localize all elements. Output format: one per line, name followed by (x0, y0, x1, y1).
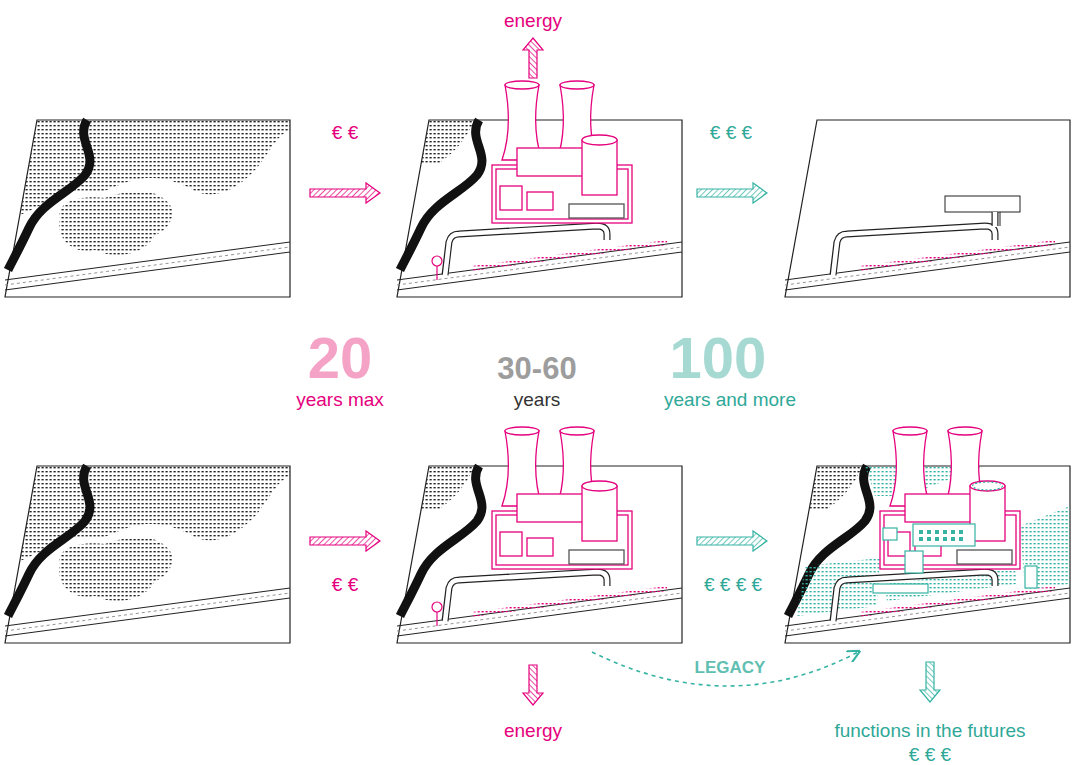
cost-label: € € (332, 123, 358, 142)
legacy-label: LEGACY (692, 658, 769, 677)
output-arrow (523, 38, 543, 78)
output-label: energy (504, 721, 562, 740)
output-arrow (523, 665, 543, 705)
cost-label: € € € (909, 745, 951, 764)
cost-label: € € (332, 575, 358, 594)
cost-label: € € € (710, 123, 752, 142)
dismantled-site (785, 120, 1070, 297)
site-before (5, 466, 290, 643)
output-arrow (920, 662, 940, 702)
legacy-arrow (592, 652, 858, 686)
cost-arrow (310, 183, 380, 203)
reused-site (785, 427, 1070, 643)
future-label: functions in the futures (834, 721, 1025, 740)
year-caption: years (514, 390, 560, 409)
year-number: 100 (670, 329, 767, 387)
cost-arrow (697, 531, 767, 551)
power-plant-site (397, 427, 682, 643)
year-caption: years max (296, 390, 384, 409)
output-label: energy (504, 11, 562, 30)
site-before (5, 120, 290, 297)
cost-label: € € € € (704, 575, 762, 594)
year-number: 30-60 (497, 353, 576, 384)
year-caption: years and more (664, 390, 796, 409)
cost-arrow (697, 183, 767, 203)
power-plant-site (397, 81, 682, 297)
year-number: 20 (308, 329, 373, 387)
cost-arrow (310, 531, 380, 551)
